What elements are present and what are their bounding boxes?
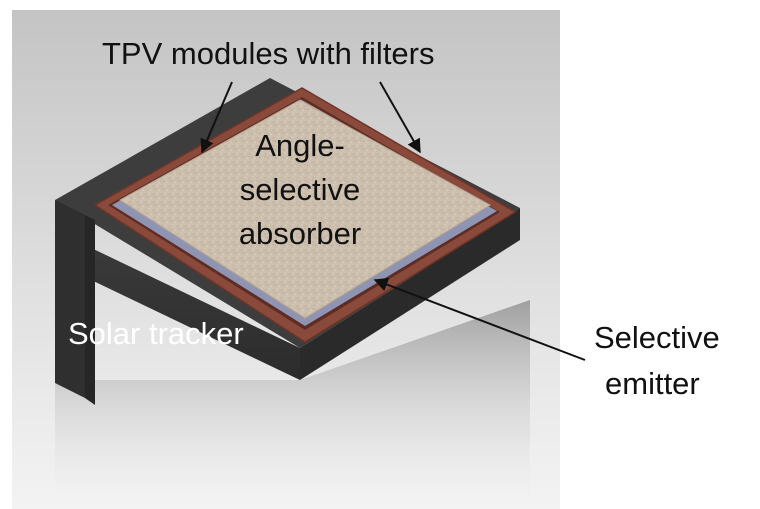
background-right-fade	[560, 10, 760, 509]
label-absorber-line2: selective	[239, 172, 361, 207]
label-absorber-line3: absorber	[238, 216, 362, 251]
label-emitter-line1: Selective	[594, 320, 720, 355]
label-emitter-line2: emitter	[605, 366, 700, 401]
tracker-front-left-face	[85, 245, 300, 380]
tracker-front-post-face	[85, 215, 95, 405]
arrow-tpv-right	[379, 81, 421, 154]
arrow-selective-emitter	[373, 277, 586, 361]
label-solar-tracker: Solar tracker	[68, 316, 244, 351]
label-tpv-modules: TPV modules with filters	[102, 36, 435, 71]
tracker-left-post	[55, 200, 85, 398]
label-absorber-line1: Angle-	[255, 128, 345, 163]
floor-shadow	[55, 300, 530, 509]
absorber-surface	[119, 99, 491, 319]
arrow-tpv-left	[200, 81, 233, 154]
